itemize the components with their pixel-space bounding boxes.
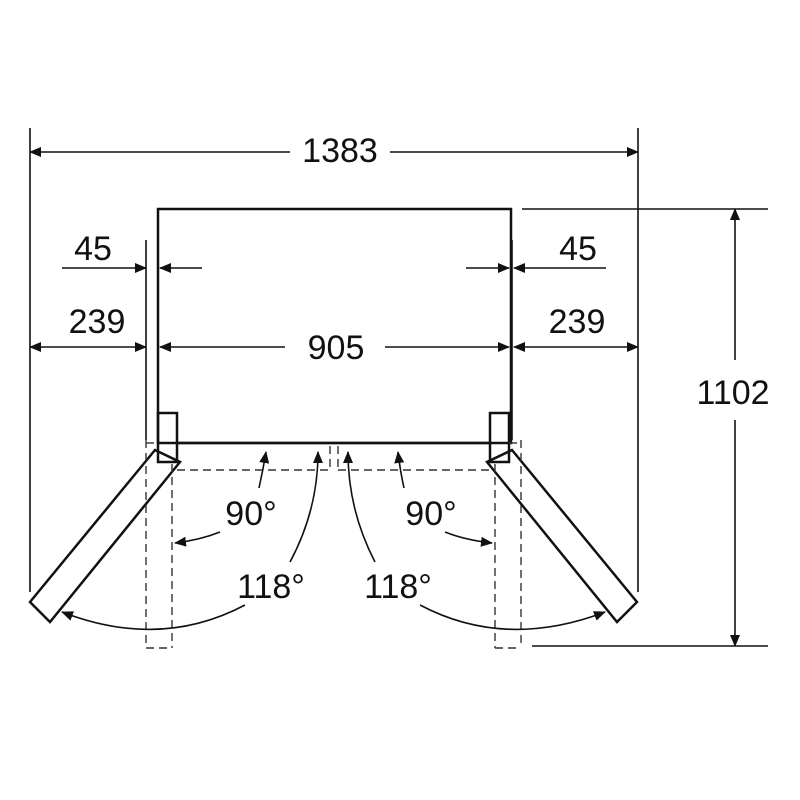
label-body-width: 905 xyxy=(308,329,365,367)
label-hinge-offset-left: 45 xyxy=(74,230,112,268)
fridge-body xyxy=(156,207,513,445)
door-left-open xyxy=(28,448,182,624)
label-depth: 1102 xyxy=(696,374,769,412)
label-clearance-left: 239 xyxy=(69,303,126,341)
door-90-outlines xyxy=(145,440,522,649)
label-angle-90-left: 90° xyxy=(225,495,276,533)
label-overall-width: 1383 xyxy=(302,132,378,170)
label-angle-90-right: 90° xyxy=(405,495,456,533)
label-angle-118-left: 118° xyxy=(237,568,305,606)
label-angle-118-right: 118° xyxy=(364,568,432,606)
hinge-right xyxy=(488,411,511,464)
angle-arcs xyxy=(61,451,606,631)
hinge-left xyxy=(156,411,179,464)
door-right-open xyxy=(485,448,639,624)
label-clearance-right: 239 xyxy=(549,303,606,341)
extension-lines xyxy=(29,128,768,647)
label-hinge-offset-right: 45 xyxy=(559,230,597,268)
